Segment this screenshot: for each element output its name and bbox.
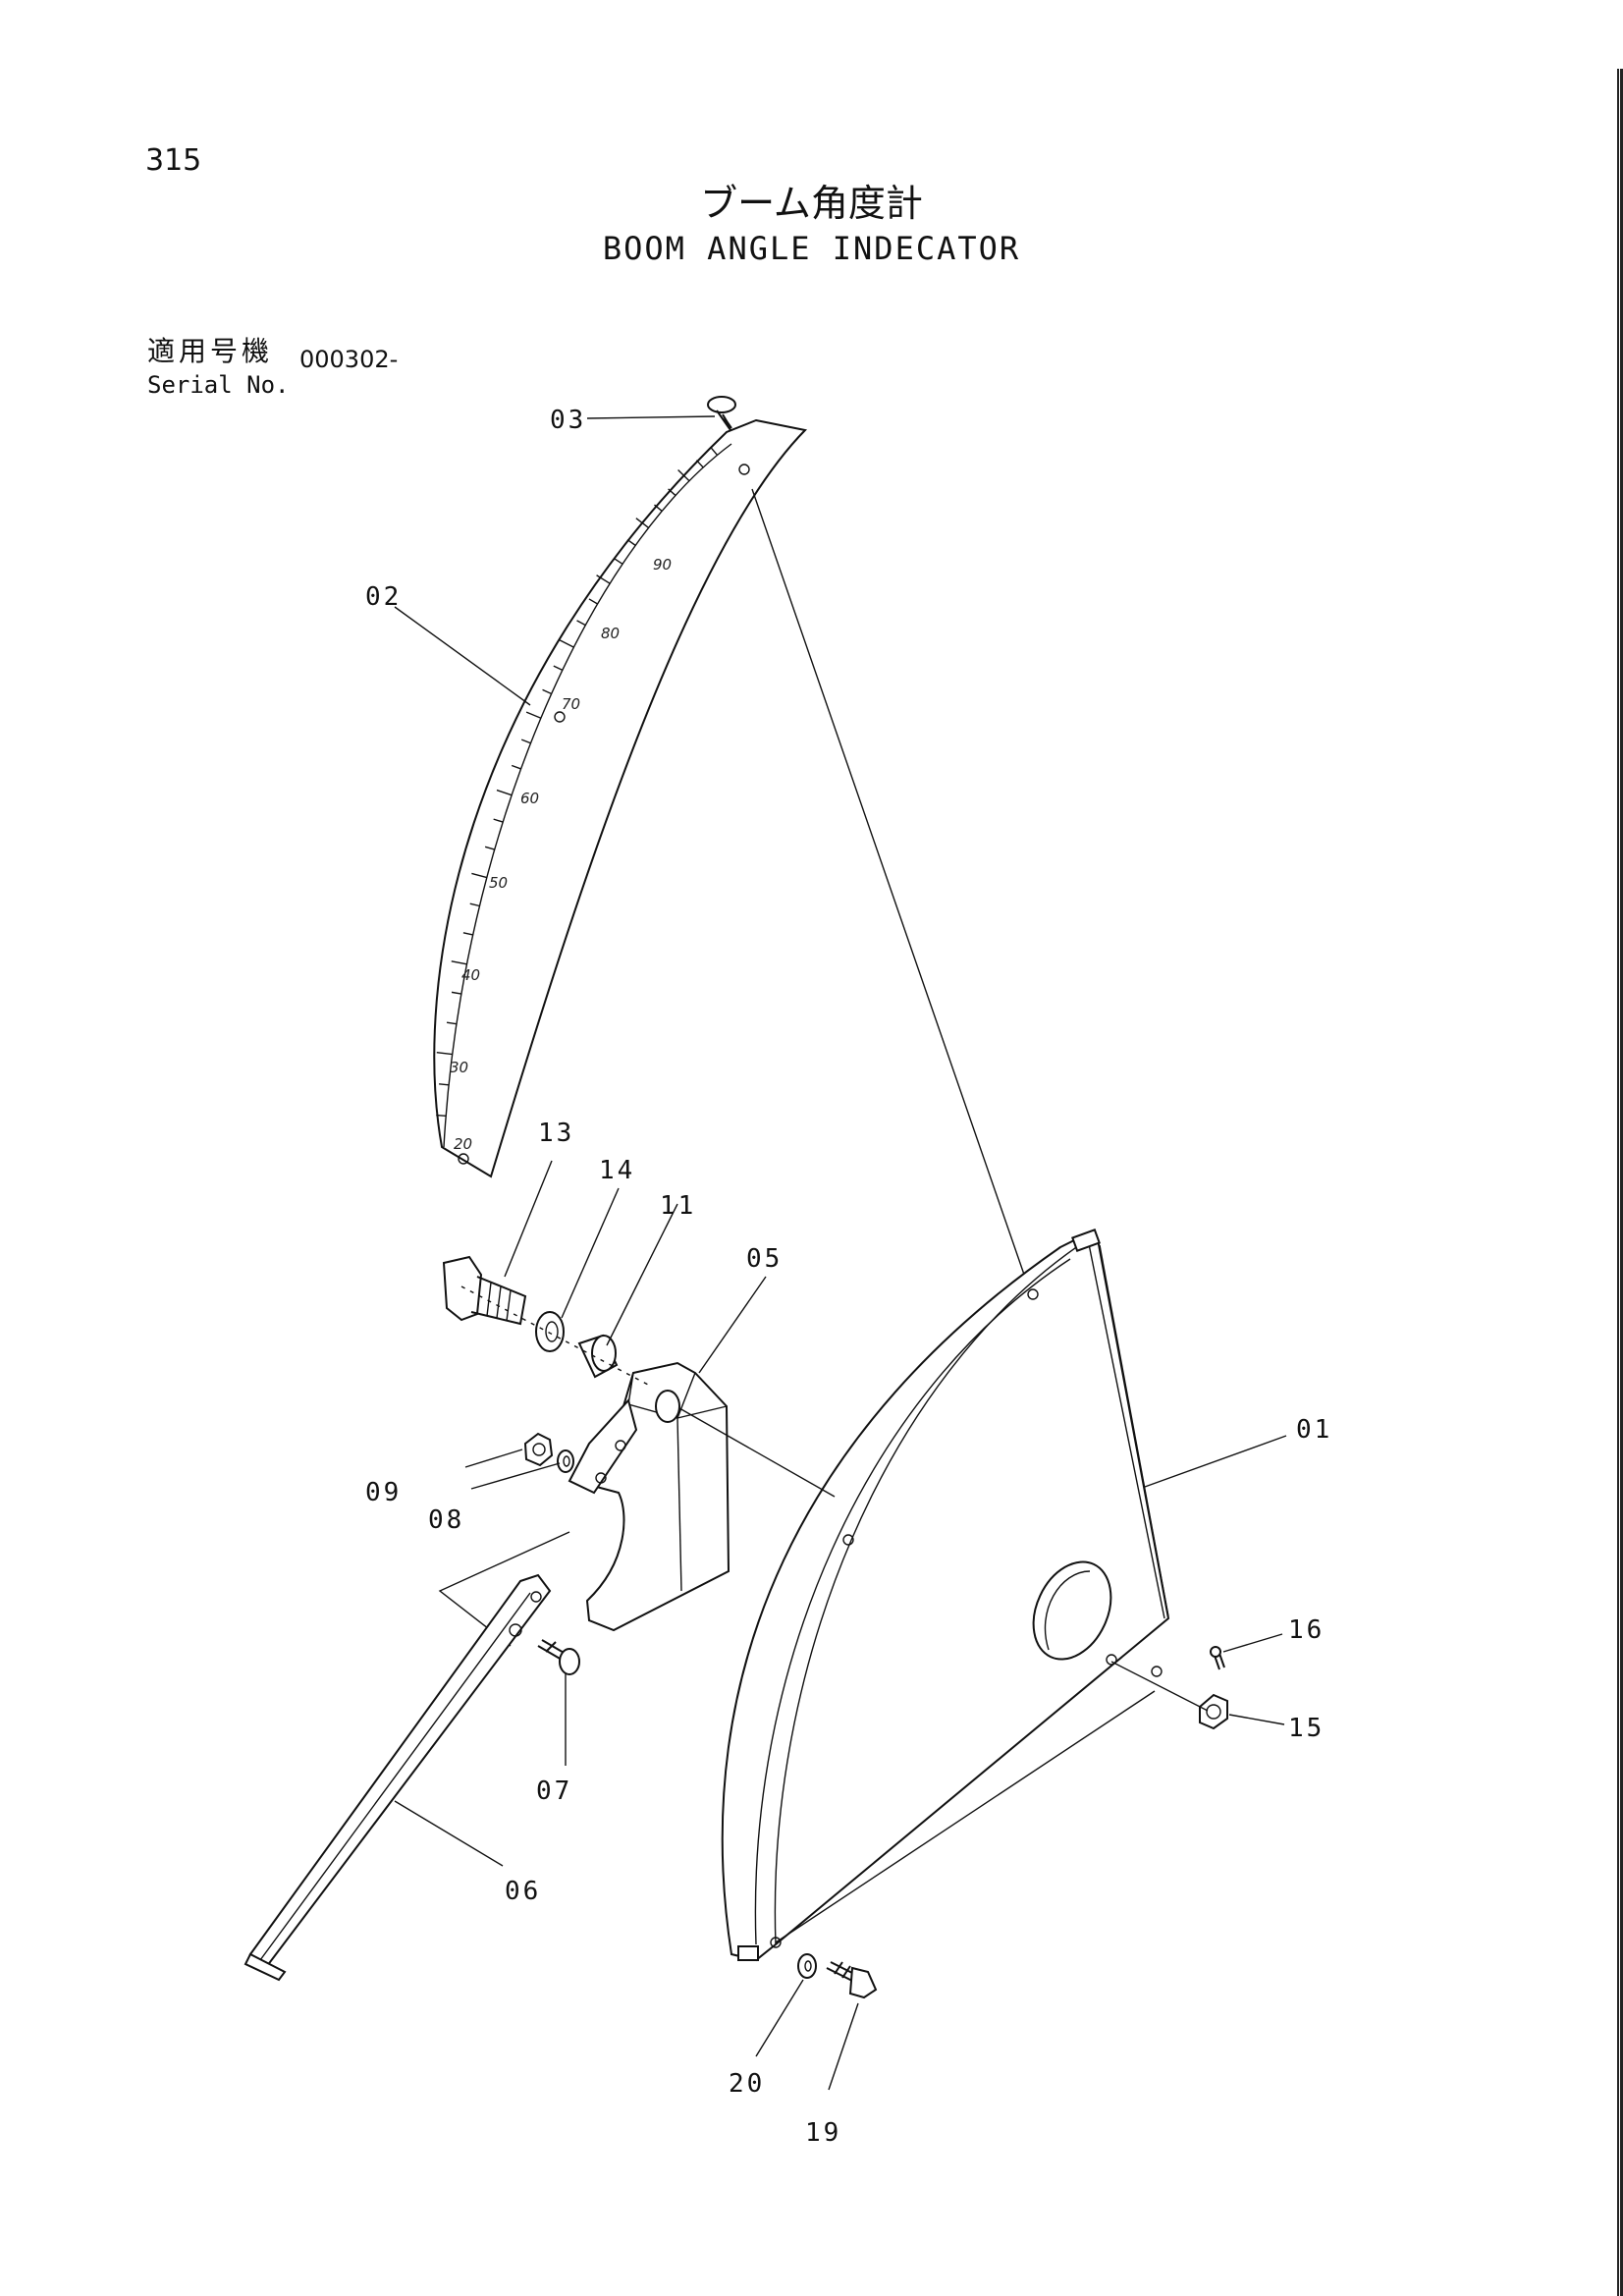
serial-number-value: 000302- bbox=[299, 346, 399, 373]
page-edge-line bbox=[1617, 69, 1623, 2296]
scale-label-30: 30 bbox=[450, 1059, 468, 1076]
washer-20 bbox=[797, 1953, 817, 1979]
page-title-japanese: ブーム角度計 bbox=[700, 182, 923, 225]
angle-scale-strip: 90 80 70 60 50 40 30 20 bbox=[433, 418, 808, 1178]
page-number: 315 bbox=[145, 143, 202, 178]
washer-08 bbox=[557, 1449, 574, 1473]
scale-tick bbox=[677, 469, 690, 482]
part-label-16: 16 bbox=[1288, 1615, 1325, 1645]
assembly-line-scale-plate bbox=[751, 488, 1032, 1295]
scale-tick bbox=[436, 1051, 453, 1056]
bracket-05 bbox=[568, 1361, 730, 1632]
part-label-09: 09 bbox=[365, 1478, 402, 1507]
scale-tick bbox=[520, 738, 531, 744]
scale-tick bbox=[542, 688, 552, 695]
scale-tick bbox=[451, 960, 467, 965]
scale-tick-marks bbox=[436, 447, 719, 1117]
scale-tick bbox=[635, 518, 650, 528]
part-label-13: 13 bbox=[538, 1119, 574, 1148]
part-label-11: 11 bbox=[660, 1191, 696, 1221]
scale-tick bbox=[596, 574, 611, 584]
part-label-03: 03 bbox=[550, 406, 586, 435]
serial-label-english: Serial No. bbox=[147, 371, 290, 399]
part-label-05: 05 bbox=[746, 1244, 783, 1274]
screw-07 bbox=[537, 1639, 580, 1675]
scale-tick bbox=[576, 620, 586, 627]
washer-14 bbox=[535, 1311, 565, 1352]
part-label-01: 01 bbox=[1296, 1415, 1332, 1445]
pointer-06 bbox=[243, 1573, 552, 1982]
assembly-line-plate-bolt bbox=[775, 1690, 1156, 1943]
part-label-02: 02 bbox=[365, 582, 402, 612]
screw-03 bbox=[707, 396, 736, 431]
part-label-08: 08 bbox=[428, 1505, 464, 1535]
scale-tick bbox=[462, 932, 473, 936]
serial-label-japanese: 適用号機 bbox=[147, 335, 274, 367]
part-label-07: 07 bbox=[536, 1777, 572, 1806]
assembly-line-nut-15 bbox=[1110, 1661, 1209, 1712]
part-label-14: 14 bbox=[599, 1156, 635, 1185]
scale-tick bbox=[439, 1083, 450, 1086]
scale-label-80: 80 bbox=[601, 625, 620, 642]
scale-tick bbox=[710, 447, 719, 456]
scale-tick bbox=[496, 789, 513, 796]
scale-tick bbox=[588, 598, 598, 605]
scale-label-70: 70 bbox=[562, 695, 580, 713]
page-title-english: BOOM ANGLE INDECATOR bbox=[602, 230, 1021, 267]
nut-15 bbox=[1199, 1693, 1228, 1730]
part-label-20: 20 bbox=[729, 2069, 765, 2099]
scale-tick bbox=[451, 991, 462, 995]
scale-tick bbox=[654, 504, 663, 512]
bolt-13 bbox=[442, 1255, 527, 1326]
scale-tick bbox=[493, 818, 504, 823]
scale-tick bbox=[484, 846, 495, 850]
scale-label-90: 90 bbox=[653, 556, 672, 574]
scale-tick bbox=[559, 639, 574, 648]
scale-tick bbox=[626, 539, 636, 546]
assembly-line-bracket-plate bbox=[678, 1407, 836, 1498]
scale-label-50: 50 bbox=[489, 874, 508, 892]
scale-tick bbox=[471, 872, 487, 879]
scale-label-20: 20 bbox=[454, 1135, 472, 1153]
part-label-19: 19 bbox=[805, 2118, 841, 2148]
scale-tick bbox=[668, 488, 676, 497]
scale-tick bbox=[525, 711, 542, 719]
collar-11 bbox=[577, 1334, 619, 1379]
leader-lines bbox=[394, 415, 1287, 2091]
scale-tick bbox=[469, 902, 480, 907]
bolt-19 bbox=[826, 1961, 878, 1999]
scale-tick bbox=[553, 665, 564, 672]
scale-label-60: 60 bbox=[520, 790, 539, 807]
main-plate-01 bbox=[721, 1229, 1170, 1962]
scale-tick bbox=[511, 764, 521, 770]
nut-09 bbox=[523, 1432, 554, 1467]
scale-tick bbox=[695, 460, 704, 468]
pin-16 bbox=[1210, 1646, 1225, 1670]
scale-tick bbox=[436, 1114, 447, 1117]
scale-label-40: 40 bbox=[461, 966, 480, 984]
part-label-15: 15 bbox=[1288, 1714, 1325, 1743]
scale-tick bbox=[614, 558, 623, 565]
part-label-06: 06 bbox=[505, 1877, 541, 1906]
scale-tick bbox=[446, 1021, 458, 1025]
